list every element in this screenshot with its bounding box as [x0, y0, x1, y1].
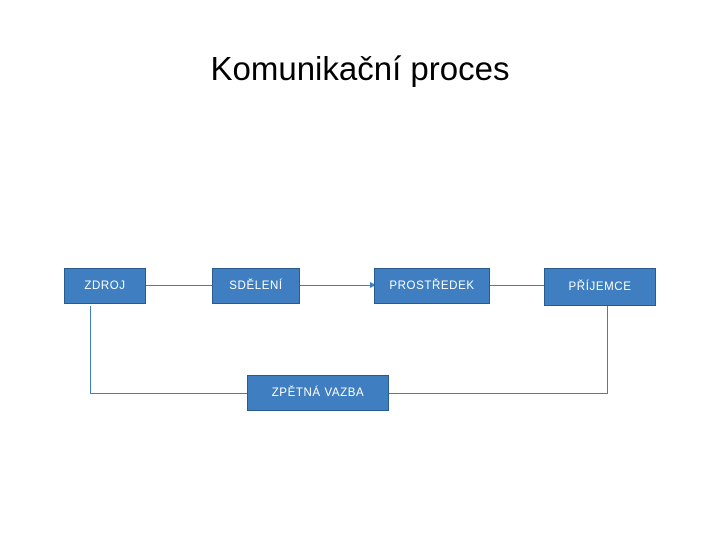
arrow-head-icon	[370, 281, 376, 288]
connector-prijemce-to-zpetna-vazba	[389, 393, 608, 394]
node-prostredek-label: PROSTŘEDEK	[389, 280, 475, 292]
page-title: Komunikační proces	[210, 50, 510, 87]
node-prijemce-label: PŘÍJEMCE	[568, 281, 632, 293]
connector-prostredek-to-prijemce	[490, 285, 544, 286]
connector-zdroj-to-sdeleni	[146, 285, 212, 286]
connector-zdroj-up	[90, 306, 91, 394]
node-zpetna-vazba[interactable]: ZPĚTNÁ VAZBA	[247, 375, 389, 411]
node-sdeleni[interactable]: SDĚLENÍ	[212, 268, 300, 304]
node-prostredek[interactable]: PROSTŘEDEK	[374, 268, 490, 304]
connector-sdeleni-to-prostredek	[300, 285, 372, 286]
connector-prijemce-down	[607, 306, 608, 393]
node-zpetna-vazba-label: ZPĚTNÁ VAZBA	[271, 387, 365, 399]
node-zdroj[interactable]: ZDROJ	[64, 268, 146, 304]
node-prijemce[interactable]: PŘÍJEMCE	[544, 268, 656, 306]
node-sdeleni-label: SDĚLENÍ	[229, 280, 283, 292]
node-zdroj-label: ZDROJ	[84, 280, 126, 292]
connector-zpetna-vazba-to-zdroj	[90, 393, 247, 394]
